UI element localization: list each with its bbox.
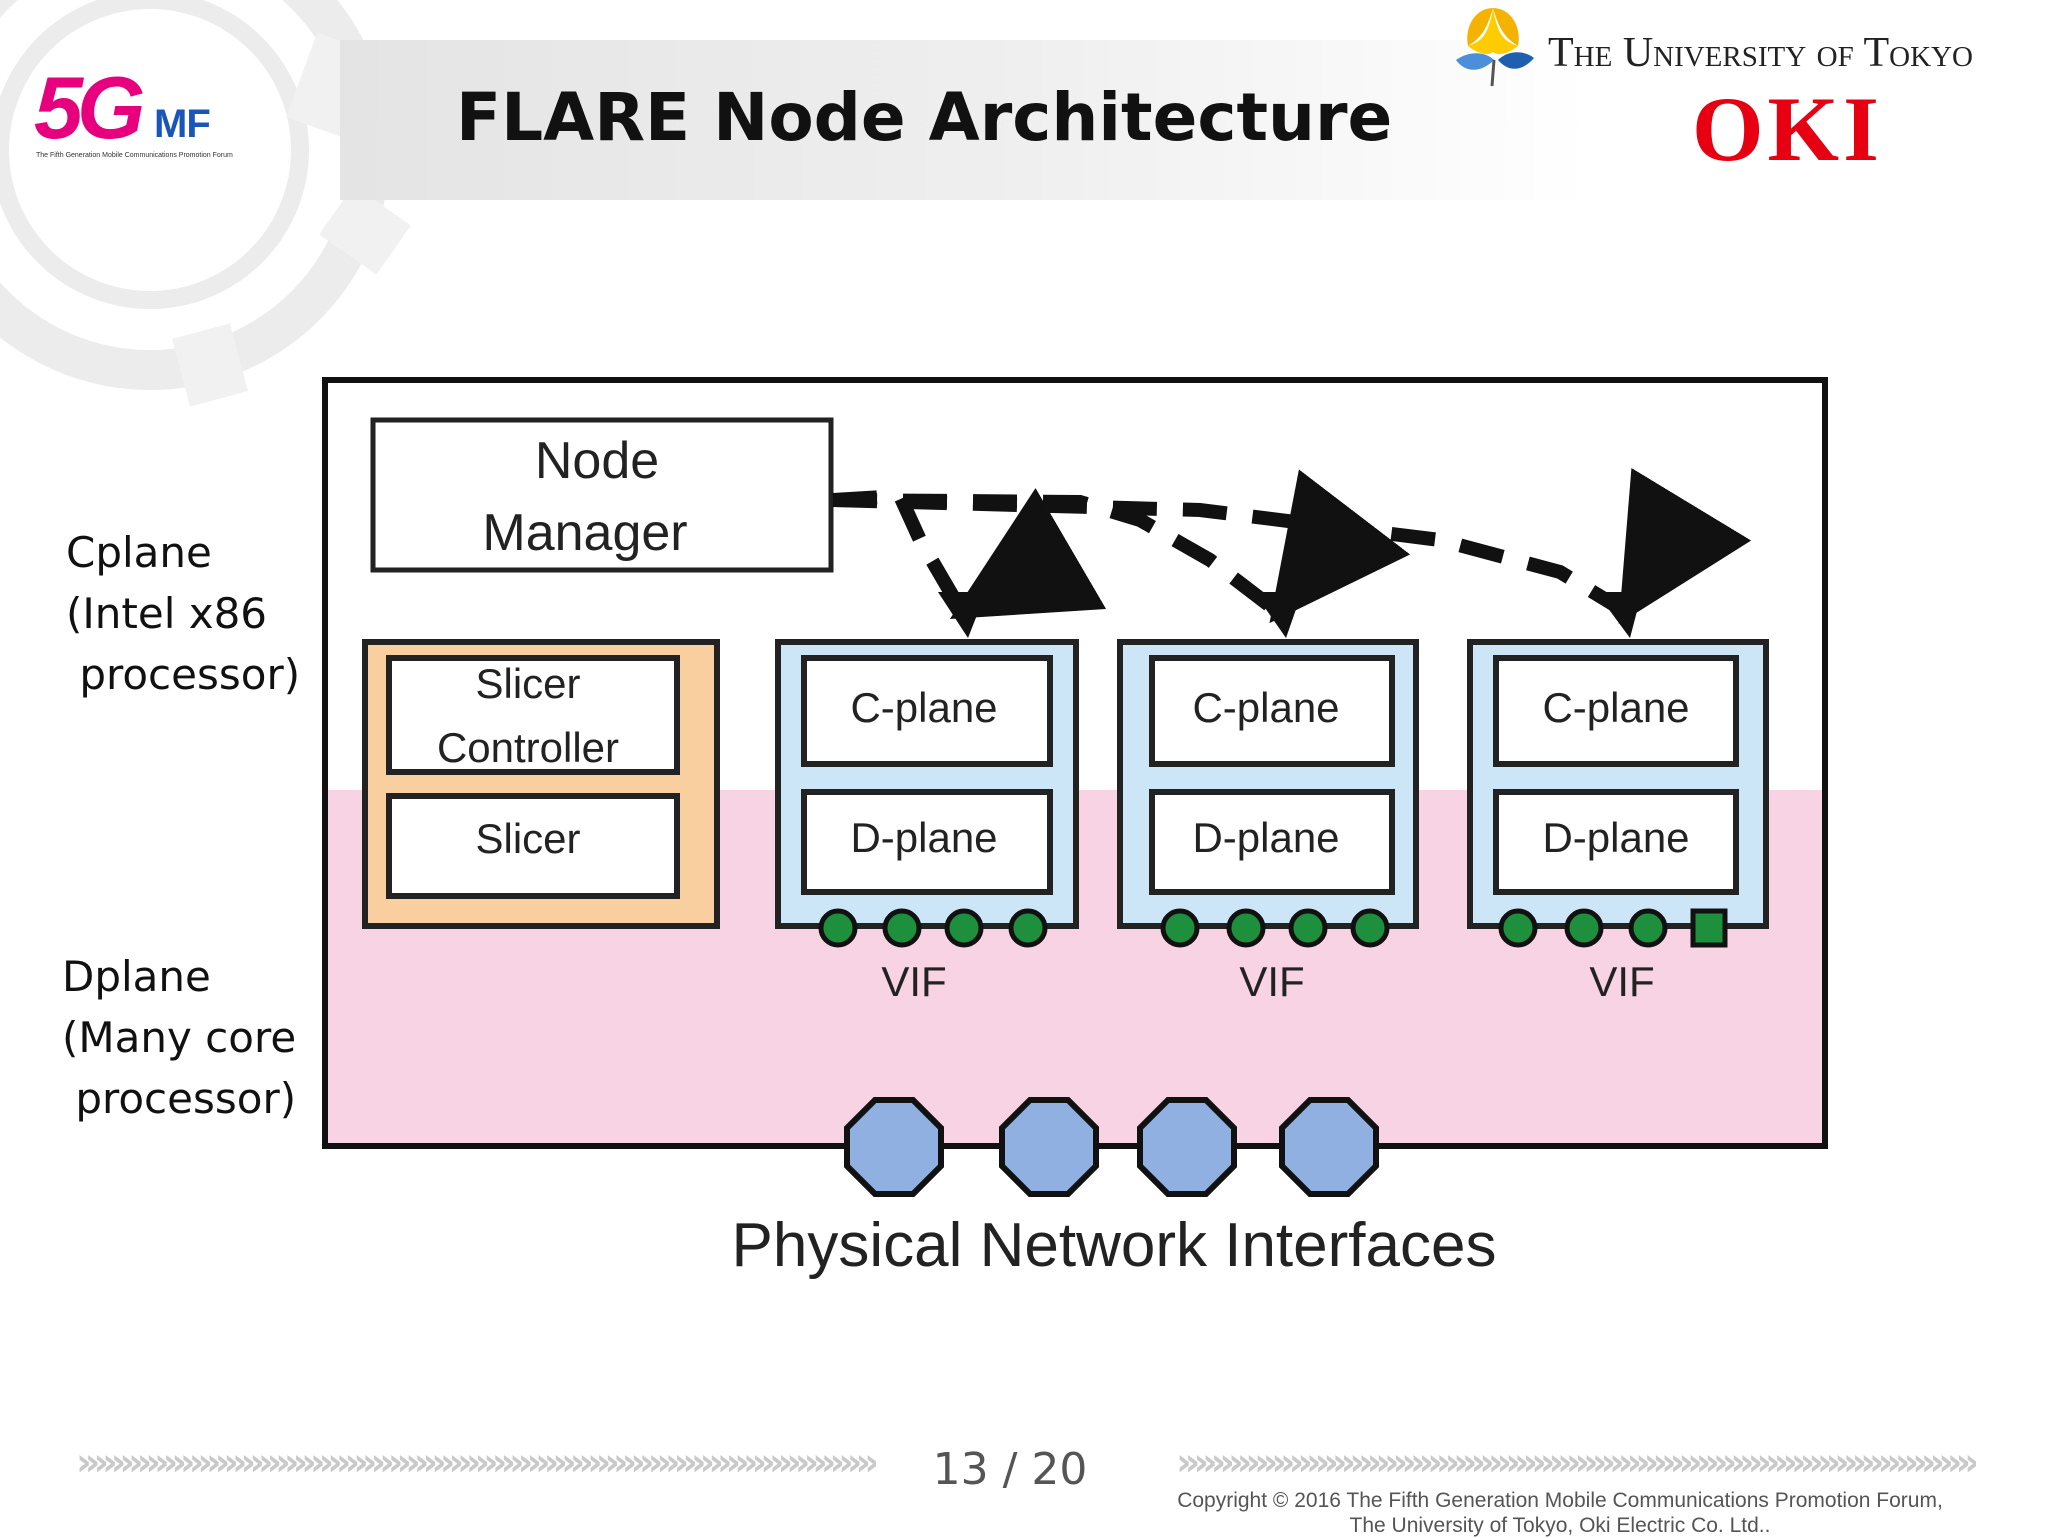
vif-port <box>1628 908 1668 948</box>
physical-port <box>844 1097 944 1197</box>
slicer-box <box>386 793 680 899</box>
slicer-controller-box <box>386 655 680 775</box>
node-manager-label-line1: Node <box>535 432 659 490</box>
slice-3-vif-ports <box>1498 908 1728 948</box>
university-emblem-icon <box>1456 8 1534 87</box>
node-manager-label-line2: Manager <box>482 504 687 562</box>
cplane-side-label: Cplane (Intel x86 processor) <box>66 528 301 699</box>
slice-3: C-plane D-plane VIF <box>1467 639 1769 1005</box>
slice-2-cplane-box <box>1149 655 1395 767</box>
vif-port <box>1008 908 1048 948</box>
slicer-controller-label-line2: Controller <box>437 724 619 771</box>
slice-3-dplane-box <box>1493 789 1739 895</box>
footer-chevrons-right: ››››››››››››››››››››››››››››››››››››››››… <box>1176 1440 1976 1484</box>
slicer-group: Slicer Controller Slicer <box>362 639 720 929</box>
node-manager-box: Node Manager <box>370 417 834 573</box>
slice-2-vif-label: VIF <box>1239 958 1304 1005</box>
copyright-line-1: Copyright © 2016 The Fifth Generation Mo… <box>1177 1489 1943 1512</box>
vif-port <box>818 908 858 948</box>
vif-port <box>944 908 984 948</box>
slice-1-dplane-label: D-plane <box>850 814 997 861</box>
title-band <box>340 40 1590 200</box>
slice-2-dplane-box <box>1149 789 1395 895</box>
slice-1-vif-ports <box>818 908 1048 948</box>
physical-interfaces-label: Physical Network Interfaces <box>732 1211 1497 1280</box>
slicer-controller-label-line1: Slicer <box>475 660 580 707</box>
slice-3-cplane-box <box>1493 655 1739 767</box>
vif-port <box>1160 908 1200 948</box>
slice-3-cplane-label: C-plane <box>1542 684 1689 731</box>
vif-port <box>1564 908 1604 948</box>
physical-ports <box>844 1097 1379 1197</box>
logo-mf-text: MF <box>154 102 211 146</box>
university-name: The University of Tokyo <box>1548 30 1973 76</box>
vif-port <box>1226 908 1266 948</box>
control-arrows <box>832 467 1752 624</box>
slice-1: C-plane D-plane VIF <box>775 639 1079 1005</box>
vif-port <box>882 908 922 948</box>
slice-2-cplane-label: C-plane <box>1192 684 1339 731</box>
arrow-heads <box>938 592 1642 638</box>
vif-port <box>1350 908 1390 948</box>
architecture-diagram: Node Manager Slicer Controller Slicer C-… <box>322 377 1828 1280</box>
slice-2-dplane-label: D-plane <box>1192 814 1339 861</box>
page-number: 13 / 20 <box>932 1444 1088 1495</box>
copyright-text: Copyright © 2016 The Fifth Generation Mo… <box>1110 1488 2010 1538</box>
slicer-label: Slicer <box>475 815 580 862</box>
slide-title: FLARE Node Architecture <box>456 79 1393 156</box>
vif-port <box>1288 908 1328 948</box>
dplane-side-label: Dplane (Many core processor) <box>62 952 297 1123</box>
logo-5g-text: 5G <box>34 58 145 157</box>
arrow-to-slice-3 <box>832 467 1752 624</box>
oki-logo: OKI <box>1692 78 1883 180</box>
slice-3-dplane-label: D-plane <box>1542 814 1689 861</box>
physical-port <box>1137 1097 1237 1197</box>
slice-3-vif-label: VIF <box>1589 958 1654 1005</box>
slice-1-vif-label: VIF <box>881 958 946 1005</box>
logo-5gmf: 5G MF The Fifth Generation Mobile Commun… <box>34 62 254 172</box>
slice-1-cplane-box <box>801 655 1053 767</box>
slice-1-dplane-box <box>801 789 1053 895</box>
physical-port <box>1279 1097 1379 1197</box>
slice-1-cplane-label: C-plane <box>850 684 997 731</box>
footer-chevrons-left: ››››››››››››››››››››››››››››››››››››››››… <box>76 1440 876 1484</box>
slice-2-vif-ports <box>1160 908 1390 948</box>
copyright-line-2: The University of Tokyo, Oki Electric Co… <box>1349 1514 1771 1537</box>
slice-2: C-plane D-plane VIF <box>1117 639 1419 1005</box>
logo-tagline: The Fifth Generation Mobile Communicatio… <box>36 152 233 159</box>
vif-port <box>1690 908 1728 948</box>
vif-port <box>1498 908 1538 948</box>
physical-port <box>999 1097 1099 1197</box>
